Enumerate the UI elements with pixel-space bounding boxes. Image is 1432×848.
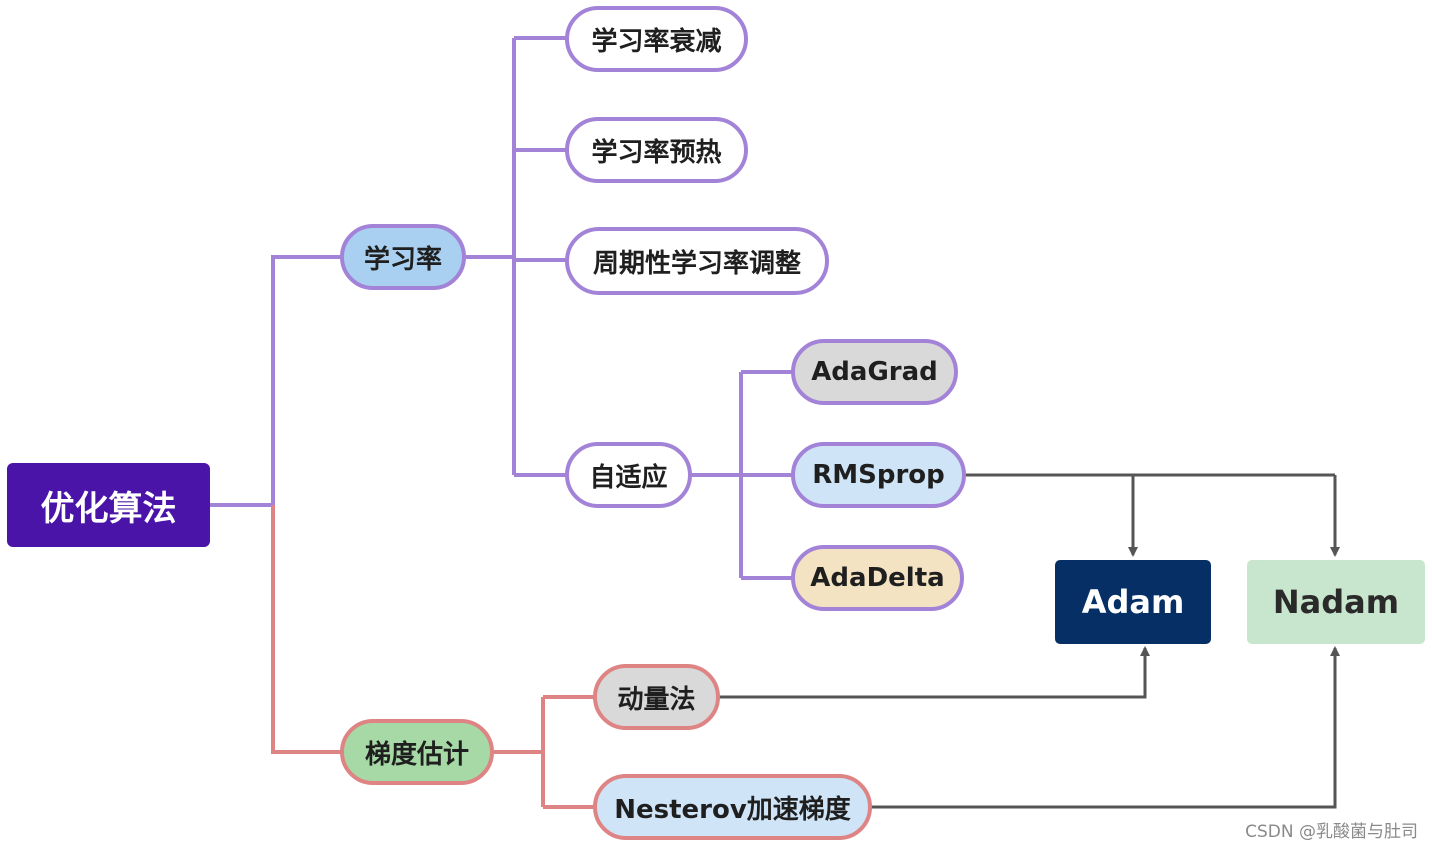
arrow-momentum-to-adam — [718, 646, 1150, 699]
node-lr-warmup: 学习率预热 — [565, 117, 748, 183]
line-root-to-learning-rate — [210, 255, 342, 507]
node-nadam: Nadam — [1247, 560, 1425, 644]
arrow-rmsprop-to-adam — [965, 473, 1335, 555]
root-node: 优化算法 — [7, 463, 210, 547]
node-lr-decay: 学习率衰减 — [565, 6, 748, 72]
node-adadelta: AdaDelta — [791, 545, 964, 611]
node-adaptive: 自适应 — [565, 442, 692, 508]
node-adagrad: AdaGrad — [791, 339, 958, 405]
node-gradient-estimation: 梯度估计 — [340, 719, 494, 785]
node-nesterov: Nesterov加速梯度 — [593, 774, 872, 840]
node-momentum: 动量法 — [593, 664, 720, 730]
line-root-to-gradient-estimation — [271, 505, 342, 754]
line-learning-rate-children — [466, 36, 566, 477]
node-lr-cyclic: 周期性学习率调整 — [565, 227, 829, 295]
watermark: CSDN @乳酸菌与肚司 — [1245, 822, 1418, 842]
node-learning-rate: 学习率 — [340, 224, 466, 290]
node-rmsprop: RMSprop — [791, 442, 966, 508]
node-adam: Adam — [1055, 560, 1211, 644]
line-gradient-children — [492, 695, 594, 809]
arrow-nesterov-to-nadam — [870, 646, 1340, 809]
line-adaptive-children — [690, 370, 793, 580]
